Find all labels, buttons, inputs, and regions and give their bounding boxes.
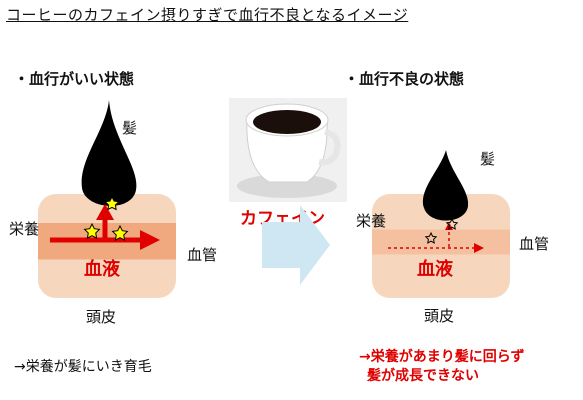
- left-hair-shape: [81, 100, 137, 206]
- star-icon-left-3: [111, 224, 129, 242]
- left-hair-label: 髪: [122, 119, 138, 137]
- left-blood-label: 血液: [84, 259, 120, 280]
- right-vessel-label: 血管: [519, 235, 550, 253]
- right-hair-shape: [422, 150, 469, 221]
- coffee-cup-image: [229, 98, 347, 202]
- transition-arrow: [262, 205, 330, 285]
- left-nutrition-label: 栄養: [9, 220, 40, 238]
- right-note-line2: 髪が成長できない: [367, 368, 479, 384]
- right-blood-label: 血液: [417, 259, 453, 280]
- left-scalp-label: 頭皮: [86, 308, 117, 326]
- left-vessel-label: 血管: [187, 246, 218, 264]
- left-note: →栄養が髪にいき育毛: [14, 359, 152, 375]
- right-note: →栄養があまり髪に回らず 髪が成長できない: [359, 348, 524, 386]
- right-blood-flow-arrowhead: [474, 243, 484, 253]
- right-nutrition-label: 栄養: [356, 212, 387, 230]
- left-up-arrowhead: [96, 204, 114, 220]
- page-title: コーヒーのカフェイン摂りすぎで血行不良となるイメージ: [6, 6, 409, 24]
- right-scalp-label: 頭皮: [424, 307, 455, 325]
- left-heading: ・血行がいい状態: [14, 70, 135, 88]
- right-hair-label: 髪: [480, 150, 496, 168]
- star-icon-left-1: [104, 195, 120, 211]
- star-icon-left-2: [83, 222, 101, 240]
- left-blood-flow-arrowhead: [140, 230, 160, 250]
- right-heading: ・血行不良の状態: [344, 70, 465, 88]
- right-note-line1: →栄養があまり髪に回らず: [359, 349, 525, 365]
- star-icon-right-2: [445, 217, 459, 230]
- star-icon-right-1: [424, 231, 438, 244]
